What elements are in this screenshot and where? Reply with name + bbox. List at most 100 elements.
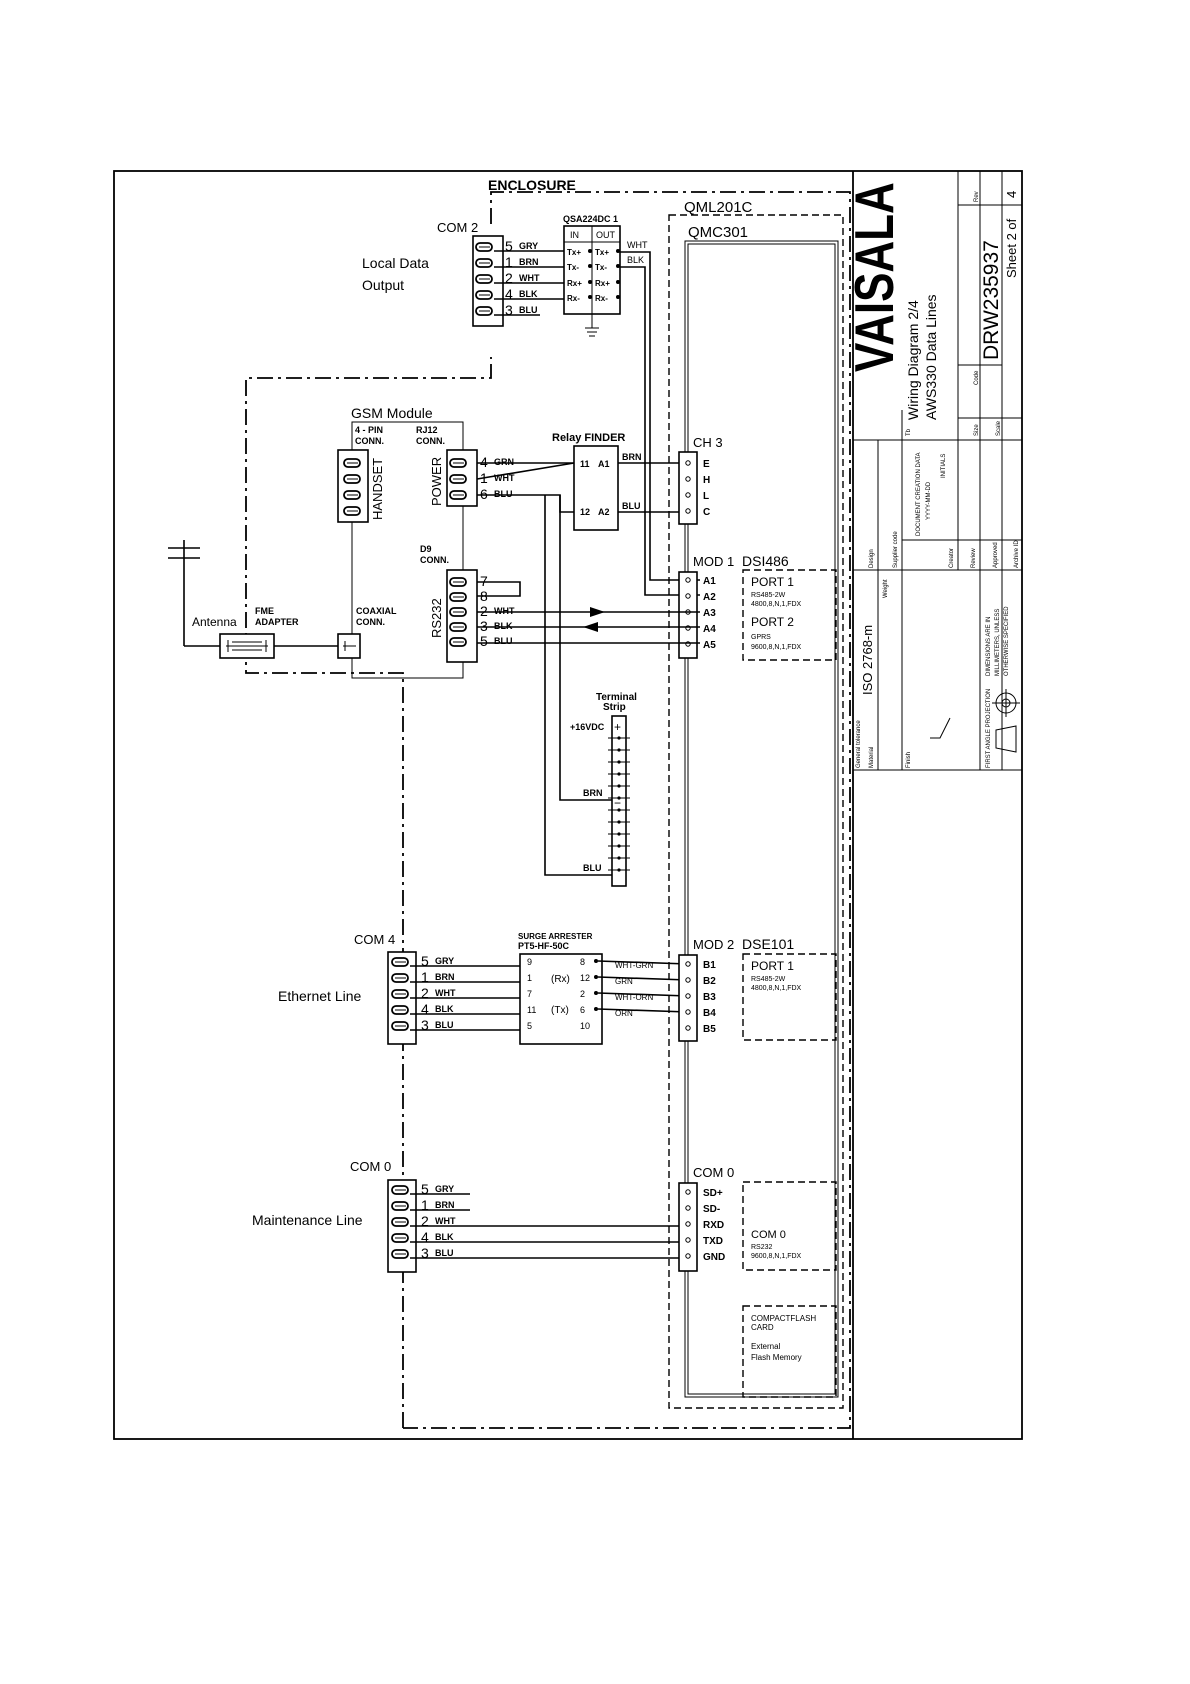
ch3-pin-1: H [703,475,710,486]
mod2-pin-0: B1 [703,960,716,971]
ch3-pin-0: E [703,459,710,470]
tb-rev: Rev [974,191,980,202]
surge-tx: (Tx) [551,1005,569,1016]
com2-wires [494,250,564,316]
rs232-socket-1 [449,592,467,602]
surge-right-2: 2 [580,989,585,999]
com0-socket-0 [391,1185,409,1195]
mod2-pin-3: B4 [703,1008,716,1019]
com4-pin-color-4: BLU [435,1020,454,1030]
rs232-socket-2 [449,607,467,617]
terminal-vdc: +16VDC [570,722,605,732]
coax-conn: CONN. [356,617,385,627]
com0-label: Maintenance Line [252,1212,363,1228]
relay-a1: A1 [598,459,610,469]
com4-socket-4 [391,1021,409,1031]
rs232-socket-3 [449,622,467,632]
com0b-connector [678,1182,698,1272]
surge-wire-1: GRN [615,977,633,986]
cf-l2: CARD [751,1323,774,1332]
qsa-in-pin-2: Rx+ [567,279,582,288]
com4-pin-color-3: BLK [435,1004,454,1014]
com0b-pin-1: SD- [703,1204,720,1215]
com4-pin-num-0: 5 [421,953,429,969]
coax-label: COAXIAL [356,606,397,616]
com4-pin-color-2: WHT [435,988,456,998]
com0b-pin-0: SD+ [703,1188,723,1199]
surge-right-3: 6 [580,1005,585,1015]
gsm-4pin-conn: CONN. [355,436,384,446]
enclosure-boundary [245,191,851,1429]
mod2-port1: PORT 1 [751,959,794,973]
rs232-pin-color-2: WHT [494,606,515,616]
rs232-pin-color-3: BLK [494,621,513,631]
qsa-out-blk: BLK [627,255,644,265]
mod1-name: DSI486 [742,553,789,569]
com0-pin-num-3: 4 [421,1229,429,1245]
relay-a2: A2 [598,507,610,517]
mod1-port1-l2: 4800,8,N,1,FDX [751,601,802,608]
com0b-box-l1: RS232 [751,1244,773,1251]
com4-socket-1 [391,973,409,983]
com0-pin-color-0: GRY [435,1184,454,1194]
com0-pin-color-1: BRN [435,1200,455,1210]
tb-scale: Scale [996,420,1002,436]
com0b-pin-3: TXD [703,1236,723,1247]
tb-design: Design [869,549,875,568]
rs232-pin-color-4: BLU [494,636,513,646]
gsm-rj12: RJ12 [416,425,438,435]
handset-label: HANDSET [370,458,385,520]
com2-pin-color-4: BLU [519,305,538,315]
com0-socket-3 [391,1233,409,1243]
power-label: POWER [429,457,444,506]
tb-weight: Weight [883,579,889,598]
gsm-rj12-conn: CONN. [416,436,445,446]
com0-pin-num-2: 2 [421,1213,429,1229]
qsa-pins: Tx+Tx-Rx+Rx-Tx+Tx-Rx+Rx- [567,248,620,303]
com4-socket-0 [391,957,409,967]
com0-pin-color-4: BLU [435,1248,454,1258]
tb-finish: Finish [906,752,912,768]
com4-pin-num-3: 4 [421,1001,429,1017]
handset-socket-0 [343,458,361,468]
tb-archive: Archive ID [1014,540,1020,568]
com2-pin-num-1: 1 [505,254,513,270]
compactflash-box [742,1305,837,1398]
d9-conn: CONN. [420,555,449,565]
d9-label: D9 [420,544,432,554]
enclosure-label: ENCLOSURE [488,177,576,193]
com2-pin-num-2: 2 [505,270,513,286]
ch3-title: CH 3 [693,435,723,450]
com4-pin-num-2: 2 [421,985,429,1001]
drawing-frame [113,170,1023,1440]
relay-module [573,445,619,531]
com0b-pin-4: GND [703,1252,725,1263]
mod1-port1: PORT 1 [751,575,794,589]
com0b-box-title: COM 0 [751,1229,786,1241]
tb-creation: DOCUMENT CREATION DATA [916,452,922,536]
surge-left-4: 5 [527,1021,532,1031]
relay-11: 11 [580,459,590,469]
com0-pin-num-0: 5 [421,1181,429,1197]
rs232-label: RS232 [429,598,444,638]
power-socket-2 [449,490,467,500]
tb-dims-3: OTHERWISE SPECIFIED [1004,606,1010,676]
com0-socket-4 [391,1249,409,1259]
qsa-in-pin-0: Tx+ [567,248,581,257]
qsa-out-pin-2: Rx+ [595,279,610,288]
mod1-port2-l1: GPRS [751,634,771,641]
mod1-pin-4: A5 [703,640,716,651]
surge-arrester [519,953,603,1045]
cf-l4: Flash Memory [751,1353,802,1362]
terminal-plus: + [614,720,621,734]
handset-socket-2 [343,490,361,500]
com4-socket-2 [391,989,409,999]
